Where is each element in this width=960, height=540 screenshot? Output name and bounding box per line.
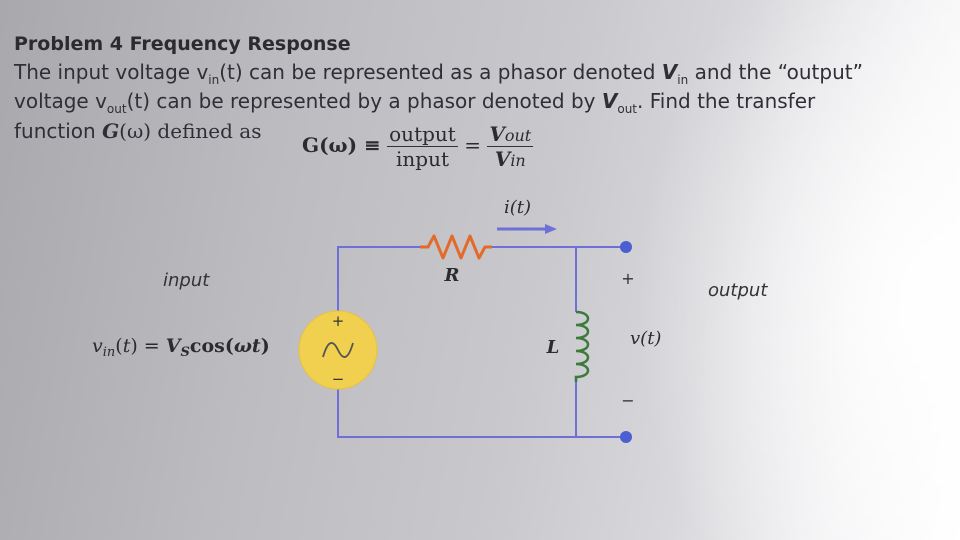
- source-equation: vin(t) = VScos(ωt): [92, 335, 270, 360]
- source-minus-sign: −: [332, 370, 345, 388]
- current-label: i(t): [504, 197, 531, 218]
- fraction-output-input: output input: [387, 122, 458, 171]
- output-voltage-label: v(t): [630, 328, 661, 349]
- inductor-icon: [574, 310, 590, 382]
- problem-text-line-3: function G(ω) defined as: [14, 119, 262, 143]
- resistor-icon: [420, 234, 492, 260]
- equation-lhs: G(ω) ≡: [302, 133, 381, 157]
- current-arrow-icon: [545, 224, 557, 234]
- output-label: output: [708, 280, 768, 301]
- inductor-label: L: [546, 337, 560, 358]
- source-plus-sign: +: [332, 312, 345, 330]
- fraction-vout-vin: Vout Vin: [487, 122, 534, 171]
- input-label: input: [163, 270, 210, 291]
- sine-wave-icon: [322, 342, 354, 358]
- output-plus-sign: +: [621, 269, 634, 288]
- problem-text-line-1: The input voltage vin(t) can be represen…: [14, 60, 863, 87]
- transfer-function-equation: G(ω) ≡ output input = Vout Vin: [302, 122, 534, 171]
- problem-title: Problem 4 Frequency Response: [14, 33, 351, 55]
- output-terminal-top: [620, 241, 632, 253]
- bottom-wire: [337, 388, 626, 438]
- output-minus-sign: −: [621, 391, 634, 410]
- output-terminal-bottom: [620, 431, 632, 443]
- resistor-label: R: [444, 265, 460, 286]
- top-wire-left: [337, 246, 420, 312]
- problem-text-line-2: voltage vout(t) can be represented by a …: [14, 89, 816, 116]
